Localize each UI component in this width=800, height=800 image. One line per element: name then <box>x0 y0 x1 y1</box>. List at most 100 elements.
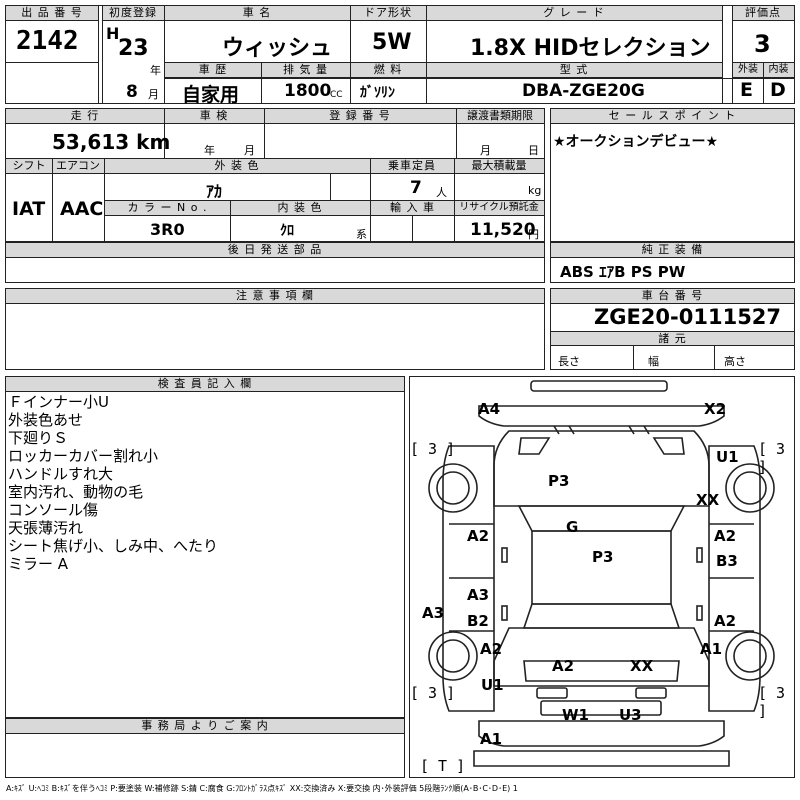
cc-value: 1800 <box>284 81 332 101</box>
history-label: 車 歴 <box>165 63 261 78</box>
damage-mark: U3 <box>619 706 642 724</box>
ext-grade: E <box>740 79 753 101</box>
car-diagram <box>428 380 775 767</box>
sales-point-box <box>550 108 795 242</box>
color-label: 外 装 色 <box>104 159 370 174</box>
capacity-label: 乗車定員 <box>370 159 454 174</box>
tire-grade-rear-right: [ 3 ] <box>758 684 786 720</box>
chassis-label: 車 台 番 号 <box>551 289 794 304</box>
shift-value: IAT <box>12 198 46 220</box>
tire-grade-spare: [ T ] <box>420 757 466 775</box>
damage-mark: A3 <box>467 586 490 604</box>
note-line: 下廻りＳ <box>8 429 69 447</box>
mileage-value: 53,613 km <box>52 130 171 154</box>
caution-label: 注 意 事 項 欄 <box>6 289 544 304</box>
equipment-label: 純 正 装 備 <box>551 243 794 258</box>
damage-mark: W1 <box>562 706 589 724</box>
first-reg-month: 8 <box>126 82 138 102</box>
type-label: 型 式 <box>426 63 722 78</box>
legend-text: A:ｷｽﾞ U:ﾍｺﾐ B:ｷｽﾞを伴うﾍｺﾐ P:要塗装 W:補修跡 S:錆 … <box>6 784 518 793</box>
later-parts-label: 後 日 発 送 部 品 <box>6 243 544 258</box>
vehicle-details-box <box>5 108 545 242</box>
score-value: 3 <box>754 30 771 58</box>
damage-mark: A1 <box>480 730 503 748</box>
cc-unit: CC <box>330 90 343 100</box>
tire-grade-rear-left: [ 3 ] <box>410 684 456 702</box>
damage-mark: A2 <box>467 527 490 545</box>
shift-label: シフト <box>6 159 52 174</box>
sales-point-label: セ ー ル ス ポ イ ン ト <box>551 109 794 124</box>
damage-mark: XX <box>696 491 720 509</box>
ac-label: エアコン <box>52 159 104 174</box>
damage-mark: X2 <box>704 400 727 418</box>
sales-point-text: ★オークションデビュー★ <box>553 134 719 150</box>
load-label: 最大積載量 <box>454 159 544 174</box>
damage-mark: A2 <box>480 640 503 658</box>
era: H <box>106 24 120 43</box>
lot-number: 2142 <box>16 26 79 56</box>
model-label: 車 名 <box>164 6 350 21</box>
model-name: ウィッシュ <box>222 36 333 61</box>
damage-mark: A3 <box>422 604 445 622</box>
inspection-year-unit: 年 <box>204 144 215 157</box>
height-label: 高さ <box>724 355 746 368</box>
equipment-text: ABS ｴｱB PS PW <box>560 263 686 281</box>
note-line: ミラー A <box>8 555 69 573</box>
doors-value: 5W <box>372 30 412 55</box>
exterior-color-value: ｱｶ <box>206 182 223 201</box>
damage-mark: U1 <box>716 448 739 466</box>
colorno-label: カ ラ ー N o . <box>105 201 230 216</box>
top-info-box <box>5 5 795 104</box>
ac-value: AAC <box>60 198 104 220</box>
load-unit: kg <box>528 184 542 197</box>
note-line: 天張薄汚れ <box>8 519 84 537</box>
width-label: 幅 <box>648 355 659 368</box>
damage-mark: U1 <box>481 676 504 694</box>
ext-label: 外装 <box>733 63 763 78</box>
int-label: 内装 <box>763 63 794 78</box>
chassis-number: ZGE20-0111527 <box>594 305 782 329</box>
colorno-value: 3R0 <box>150 220 185 239</box>
damage-mark: A2 <box>714 612 737 630</box>
fuel-label: 燃 料 <box>350 63 426 78</box>
inspector-notes-box <box>5 376 405 718</box>
tire-grade-front-right: [ 3 ] <box>758 440 786 476</box>
regno-label: 登 録 番 号 <box>264 109 456 124</box>
note-line: Ｆインナー小U <box>8 393 109 411</box>
month-unit: 月 <box>148 88 159 101</box>
note-line: ロッカーカバー割れ小 <box>8 447 159 465</box>
history-value: 自家用 <box>182 84 240 106</box>
type-value: DBA-ZGE20G <box>522 81 645 101</box>
year-unit: 年 <box>150 64 161 77</box>
dims-label: 諸 元 <box>551 331 794 346</box>
damage-mark: P3 <box>548 472 570 490</box>
damage-mark: B2 <box>467 612 489 630</box>
note-line: ハンドルすれ大 <box>8 465 114 483</box>
note-line: 室内汚れ、動物の毛 <box>8 483 144 501</box>
damage-mark: XX <box>630 657 654 675</box>
intcolor-label: 内 装 色 <box>230 201 370 216</box>
recycle-label: リサイクル預託金 <box>454 201 544 216</box>
recycle-unit: 円 <box>528 228 539 241</box>
mileage-label: 走 行 <box>6 109 164 124</box>
recycle-value: 11,520 <box>470 220 536 240</box>
transfer-month-unit: 月 <box>480 144 491 157</box>
damage-mark: A4 <box>478 400 501 418</box>
damage-mark: B3 <box>716 552 738 570</box>
import-label: 輸 入 車 <box>371 201 454 216</box>
capacity-unit: 人 <box>436 186 447 199</box>
damage-mark: A2 <box>552 657 575 675</box>
inspector-label: 検 査 員 記 入 欄 <box>6 377 404 392</box>
capacity-value: 7 <box>410 178 422 198</box>
length-label: 長さ <box>558 355 580 368</box>
first-reg-label: 初度登録 <box>102 6 164 21</box>
tire-grade-front-left: [ 3 ] <box>410 440 456 458</box>
transfer-day-unit: 日 <box>528 144 539 157</box>
grade-value: 1.8X HIDセレクション <box>470 36 711 61</box>
transfer-label: 譲渡書類期限 <box>456 109 544 124</box>
damage-mark: A2 <box>714 527 737 545</box>
office-label: 事 務 局 よ り ご 案 内 <box>6 719 404 734</box>
doors-label: ドア形状 <box>350 6 426 21</box>
intcolor-unit: 系 <box>356 228 367 241</box>
inspection-label: 車 検 <box>164 109 264 124</box>
